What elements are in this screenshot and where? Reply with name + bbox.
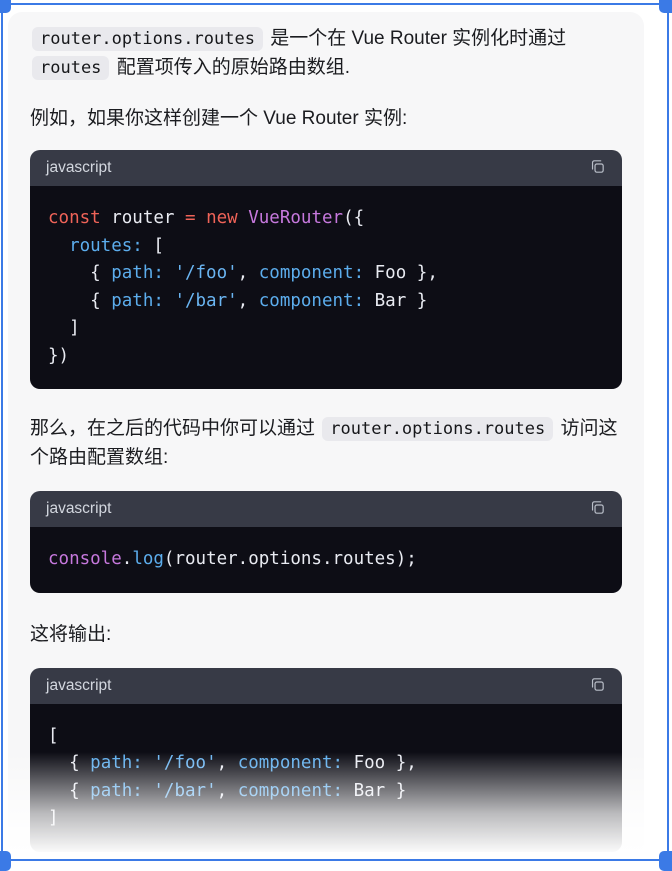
code-line: console.log(router.options.routes); (48, 549, 417, 569)
paragraph: 这将输出: (30, 620, 622, 649)
code-language-label: javascript (46, 159, 112, 176)
code-line: { path: '/bar', component: Bar } (48, 290, 428, 311)
selection-handle-top-left[interactable] (0, 0, 11, 13)
code-content: [ { path: '/foo', component: Foo }, { pa… (30, 703, 622, 852)
paragraph: 例如，如果你这样创建一个 Vue Router 实例: (30, 104, 622, 133)
code-line: routes: [ (69, 235, 164, 256)
copy-code-button[interactable] (589, 499, 606, 519)
code-block-header: javascript (30, 667, 622, 704)
code-content: const router = new VueRouter({ routes: [… (30, 186, 622, 389)
selection-handle-bottom-right[interactable] (659, 851, 672, 871)
copy-code-button[interactable] (589, 676, 606, 696)
code-block: javascript [ { path: '/foo', component: … (30, 667, 622, 852)
inline-code: router.options.routes (322, 417, 554, 441)
text-run: 配置项传入的原始路由数组. (111, 57, 350, 78)
assistant-message: router.options.routes 是一个在 Vue Router 实例… (8, 12, 644, 858)
text-run: 这将输出: (30, 623, 112, 645)
code-block-header: javascript (30, 150, 622, 186)
code-language-label: javascript (46, 676, 112, 694)
code-content: console.log(router.options.routes); (30, 527, 622, 593)
text-run: 例如，如果你这样创建一个 Vue Router 实例: (30, 108, 408, 129)
paragraph: router.options.routes 是一个在 Vue Router 实例… (30, 24, 622, 82)
code-line: { path: '/foo', component: Foo }, (48, 263, 438, 283)
code-line: { path: '/foo', component: Foo }, (48, 753, 417, 773)
copy-icon (589, 499, 606, 519)
copy-icon (589, 676, 606, 696)
code-line: ] (48, 318, 80, 338)
code-language-label: javascript (46, 500, 112, 517)
code-block: javascript const router = new VueRouter(… (30, 150, 622, 389)
paragraph: 那么，在之后的代码中你可以通过 router.options.routes 访问… (30, 414, 622, 472)
copy-code-button[interactable] (589, 158, 606, 178)
selection-handle-bottom-left[interactable] (0, 851, 11, 871)
code-line: }) (48, 345, 70, 366)
code-block-header: javascript (30, 491, 622, 527)
inline-code: routes (32, 56, 110, 80)
copy-icon (589, 158, 606, 178)
code-line: [ (48, 725, 59, 746)
code-line: const router = new VueRouter({ (48, 208, 365, 228)
selection-handle-top-right[interactable] (659, 0, 672, 13)
code-line: ] (48, 808, 59, 828)
text-run: 那么，在之后的代码中你可以通过 (30, 418, 321, 439)
code-block: javascript console.log(router.options.ro… (30, 491, 622, 593)
text-run: 访问这个路由配置数组: (30, 418, 618, 468)
inline-code: router.options.routes (32, 27, 263, 51)
code-line: { path: '/bar', component: Bar } (48, 780, 407, 801)
text-run: 是一个在 Vue Router 实例化时通过 (264, 28, 567, 49)
